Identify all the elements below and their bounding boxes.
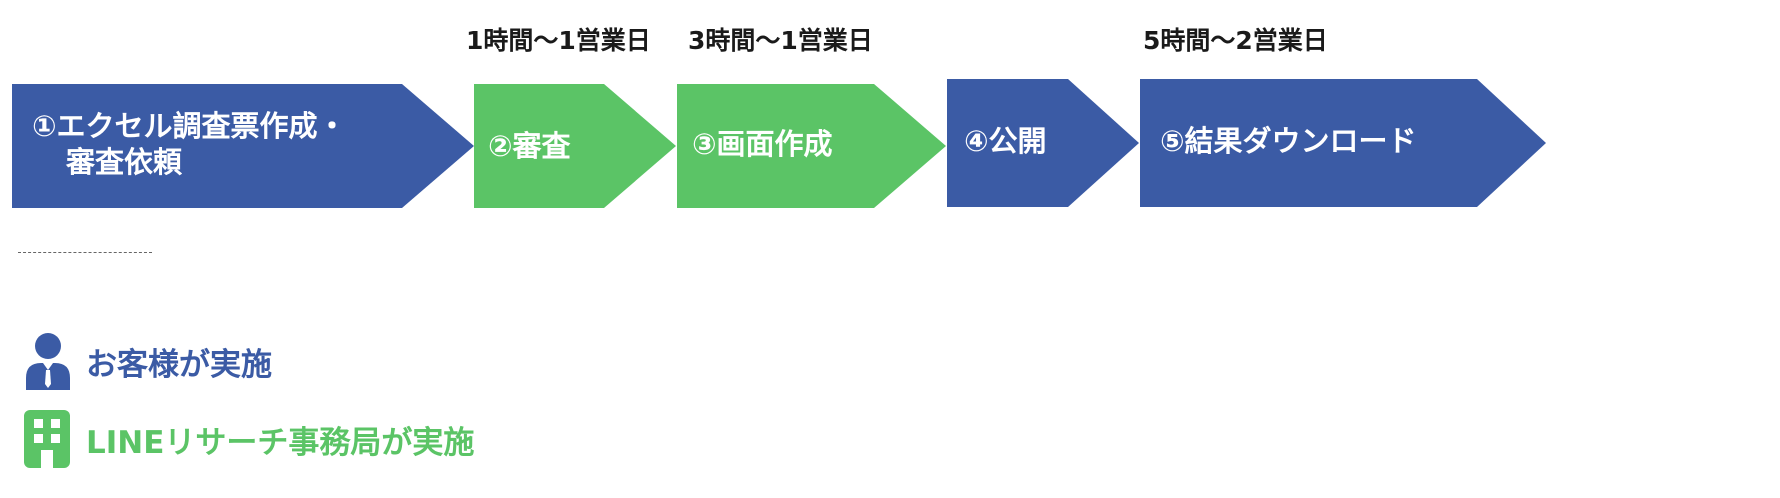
person-icon — [26, 333, 70, 390]
step-1-label-line2: 審査依頼 — [66, 145, 183, 179]
step-3-label: ③画面作成 — [692, 126, 833, 162]
duration-label-step-5: 5時間〜2営業日 — [1143, 26, 1328, 55]
step-3-arrow — [677, 84, 946, 208]
step-1-label: ①エクセル調査票作成・ 審査依頼 — [32, 108, 347, 180]
step-1-arrow — [12, 84, 474, 208]
step-2-arrow — [474, 84, 676, 208]
separator-line — [18, 252, 152, 253]
step-4-label-text: ④公開 — [964, 124, 1047, 158]
duration-label-step-3: 3時間〜1営業日 — [688, 26, 873, 55]
legend-office-label: LINEリサーチ事務局が実施 — [86, 424, 475, 461]
building-icon — [24, 410, 70, 468]
step-4-arrow — [947, 79, 1139, 207]
legend-office: LINEリサーチ事務局が実施 — [24, 410, 474, 468]
step-5-label-text: ⑤結果ダウンロード — [1160, 124, 1417, 158]
step-1-label-line1: ①エクセル調査票作成・ — [32, 109, 347, 143]
step-2-label-text: ②審査 — [488, 129, 571, 163]
step-5-arrow — [1140, 79, 1546, 207]
duration-label-step-2: 1時間〜1営業日 — [466, 26, 651, 55]
legend-customer: お客様が実施 — [24, 332, 272, 390]
step-5-label: ⑤結果ダウンロード — [1160, 123, 1417, 159]
legend-customer-label: お客様が実施 — [86, 346, 272, 383]
step-4-label: ④公開 — [964, 123, 1047, 159]
step-2-label: ②審査 — [488, 128, 571, 164]
step-3-label-text: ③画面作成 — [692, 127, 833, 161]
